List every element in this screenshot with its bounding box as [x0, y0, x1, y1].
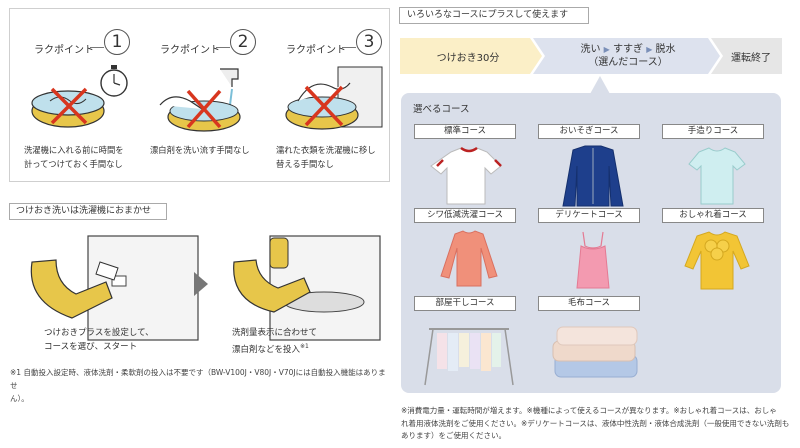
raku-point-label: ラクポイント — [34, 45, 94, 56]
course-label: シワ低減洗濯コース — [414, 208, 516, 223]
tsukeoki-caption-1: つけおきプラスを設定して、 コースを選び、スタート — [44, 326, 154, 354]
course-footnote: ※消費電力量・運転時間が増えます。※機種によって使えるコースが異なります。※おし… — [401, 405, 791, 443]
course-panel-title: 選べるコース — [413, 104, 470, 115]
triangle-right-icon: ▶ — [603, 45, 610, 54]
raku-point-text-line: 計ってつけておく手間なし — [24, 159, 123, 169]
raku-point-number: 3 — [356, 29, 382, 55]
caption-line: コースを選び、スタート — [44, 342, 138, 352]
raku-point-1: ラクポイント 1 洗濯機に入れる前に時間を 計ってつけておく手間なし — [20, 19, 140, 177]
footnote-line: ※消費電力量・運転時間が増えます。※機種によって使えるコースが異なります。※おし… — [401, 406, 777, 415]
footnote-line: れ着用液体洗剤をご使用ください。※デリケートコースは、液体中性洗剤・液体合成洗剤… — [401, 418, 790, 428]
flow-step-end: 運転終了 — [731, 52, 771, 64]
course-panel: 選べるコース 標準コース おいそぎコース 手造りコース シワ低減洗濯コース デリ… — [401, 93, 781, 393]
transfer-clothes-illustration — [285, 66, 383, 130]
note-line: ※1 自動投入設定時、液体洗剤・柔軟剤の投入は不要です（BW-V100J・V80… — [10, 368, 386, 390]
caption-line: 漂白剤などを投入 — [232, 344, 301, 355]
tsukeoki-illustration — [30, 235, 381, 341]
course-indoor-dry[interactable]: 部屋干しコース — [414, 296, 526, 386]
course-label: 毛布コース — [538, 296, 640, 311]
raku-points-box: ラクポイント 1 洗濯機に入れる前に時間を 計ってつけておく手間なし ラクポイン… — [9, 8, 390, 182]
long-sleeve-icon — [440, 230, 498, 287]
course-label: 標準コース — [414, 124, 516, 139]
tsukeoki-tag: つけおき洗いは洗濯機におまかせ — [9, 203, 167, 220]
course-label: おいそぎコース — [538, 124, 640, 139]
course-standard[interactable]: 標準コース — [414, 124, 526, 205]
course-quick[interactable]: おいそぎコース — [538, 124, 650, 207]
course-blanket[interactable]: 毛布コース — [538, 296, 650, 378]
flow-step-soak: つけおき30分 — [436, 52, 500, 64]
raku-point-3: ラクポイント 3 濡れた衣類を洗濯機に移し 替える手間なし — [272, 19, 392, 177]
tshirt-icon — [430, 146, 502, 205]
caption-line: 洗剤量表示に合わせて — [232, 328, 318, 338]
raku-point-number: 2 — [230, 29, 256, 55]
caption-line: つけおきプラスを設定して、 — [44, 328, 154, 338]
course-label: 手造りコース — [662, 124, 764, 139]
pointer-triangle — [590, 76, 610, 94]
raku-point-text-line: 替える手間なし — [276, 159, 334, 169]
flow-arrows — [400, 38, 782, 74]
ruffle-blouse-icon — [684, 231, 750, 290]
track-jacket-icon — [562, 145, 624, 207]
course-delicate[interactable]: デリケートコース — [538, 208, 650, 289]
process-flow: つけおき30分 洗い ▶ すすぎ ▶ 脱水 （選んだコース） 運転終了 — [400, 38, 782, 74]
flow-spin-label: 脱水 — [655, 44, 676, 55]
soak-timer-illustration — [31, 65, 128, 128]
raku-point-label: ラクポイント — [160, 45, 220, 56]
course-hand-wash[interactable]: 手造りコース — [662, 124, 774, 205]
course-fashion[interactable]: おしゃれ着コース — [662, 208, 774, 290]
course-label: おしゃれ着コース — [662, 208, 764, 223]
camisole-icon — [576, 231, 610, 289]
triangle-right-icon: ▶ — [646, 45, 653, 54]
raku-point-label: ラクポイント — [286, 45, 346, 56]
note-line: ん）。 — [10, 394, 29, 403]
raku-point-number: 1 — [104, 29, 130, 55]
flow-step-wash: 洗い ▶ すすぎ ▶ 脱水 （選んだコース） — [546, 38, 710, 74]
folded-blanket-icon — [552, 326, 638, 378]
tsukeoki-caption-2: 洗剤量表示に合わせて 漂白剤などを投入※1 — [232, 326, 317, 357]
raku-point-text-line: 洗濯機に入れる前に時間を — [24, 145, 124, 155]
raku-point-text-line: 漂白剤を洗い流す手間なし — [150, 145, 250, 155]
raku-point-text-line: 濡れた衣類を洗濯機に移し — [276, 145, 376, 155]
flow-rinse-label: すすぎ — [613, 44, 643, 55]
rinse-bleach-illustration — [159, 68, 241, 132]
footnote-line: あります）をご使用ください。 — [401, 431, 506, 440]
course-label: デリケートコース — [538, 208, 640, 223]
plus-courses-tag: いろいろなコースにプラスして使えます — [399, 7, 589, 24]
flow-wash-label: 洗い — [580, 44, 601, 55]
footnote-mark: ※1 — [300, 343, 309, 350]
course-label: 部屋干しコース — [414, 296, 516, 311]
flow-selected-course: （選んだコース） — [588, 57, 668, 68]
auto-dose-note: ※1 自動投入設定時、液体洗剤・柔軟剤の投入は不要です（BW-V100J・V80… — [10, 366, 392, 405]
clothes-rack-icon — [424, 328, 514, 386]
blouse-icon — [688, 147, 746, 205]
raku-point-2: ラクポイント 2 漂白剤を洗い流す手間なし — [146, 19, 266, 177]
course-wrinkle-reduce[interactable]: シワ低減洗濯コース — [414, 208, 526, 287]
